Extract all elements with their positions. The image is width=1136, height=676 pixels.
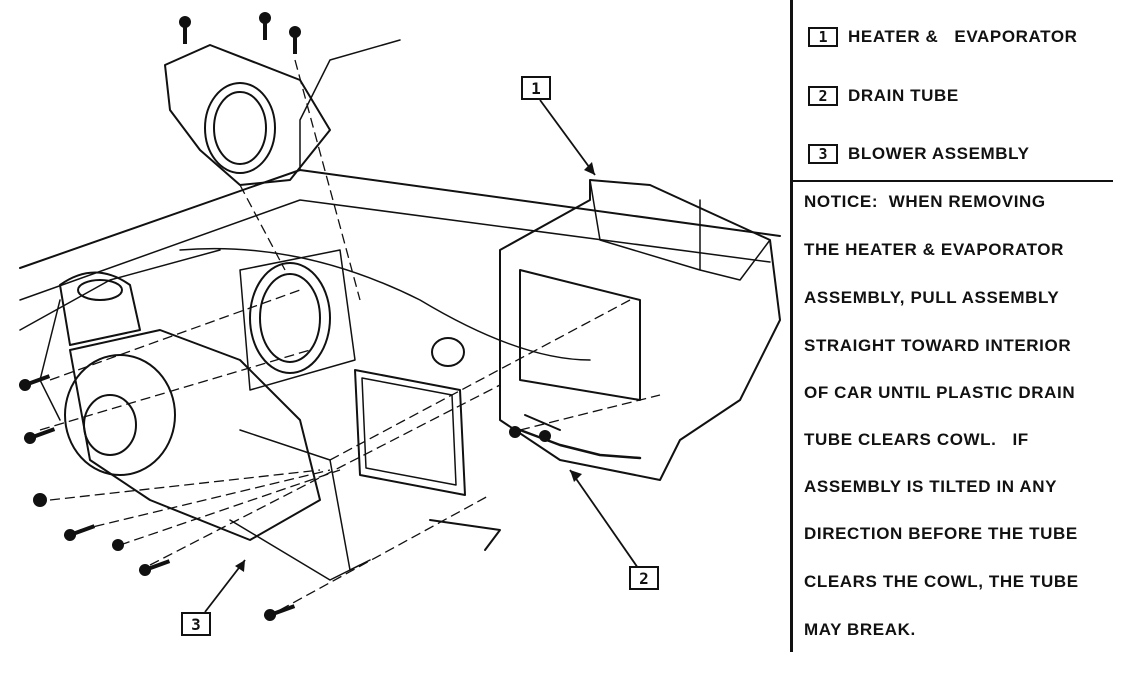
legend-number: 3 <box>808 144 838 164</box>
notice-line: CLEARS THE COWL, THE TUBE <box>804 572 1079 591</box>
drain-tube <box>518 428 642 460</box>
legend-label: BLOWER ASSEMBLY <box>848 144 1030 163</box>
notice-line: STRAIGHT TOWARD INTERIOR <box>804 336 1072 355</box>
callout-2: 2 <box>629 566 659 590</box>
legend-label: HEATER & EVAPORATOR <box>848 27 1078 46</box>
leader-line-3 <box>204 559 246 613</box>
notice-line: TUBE CLEARS COWL. IF <box>804 430 1029 449</box>
legend-item-drain-tube: 2 DRAIN TUBE <box>808 86 959 106</box>
leader-line-2 <box>569 469 639 569</box>
callout-3: 3 <box>181 612 211 636</box>
legend-item-heater-evaporator: 1 HEATER & EVAPORATOR <box>808 27 1078 47</box>
upper-blower-case <box>164 44 331 186</box>
callout-1: 1 <box>521 76 551 100</box>
notice-line: MAY BREAK. <box>804 620 916 639</box>
notice-line: DIRECTION BEFORE THE TUBE <box>804 524 1078 543</box>
notice-line: THE HEATER & EVAPORATOR <box>804 240 1065 259</box>
legend-number: 1 <box>808 27 838 47</box>
notice-line: OF CAR UNTIL PLASTIC DRAIN <box>804 383 1076 402</box>
heater-evaporator-exploded-diagram <box>19 12 781 621</box>
horizontal-divider <box>793 180 1113 182</box>
leader-line-1 <box>539 99 596 176</box>
notice-line: ASSEMBLY, PULL ASSEMBLY <box>804 288 1060 307</box>
legend-number: 2 <box>808 86 838 106</box>
notice-line: NOTICE: WHEN REMOVING <box>804 192 1046 211</box>
vertical-divider <box>790 0 793 652</box>
notice-line: ASSEMBLY IS TILTED IN ANY <box>804 477 1058 496</box>
legend-item-blower-assembly: 3 BLOWER ASSEMBLY <box>808 144 1030 164</box>
cowl-panel-outline <box>19 169 781 269</box>
legend-label: DRAIN TUBE <box>848 86 959 105</box>
